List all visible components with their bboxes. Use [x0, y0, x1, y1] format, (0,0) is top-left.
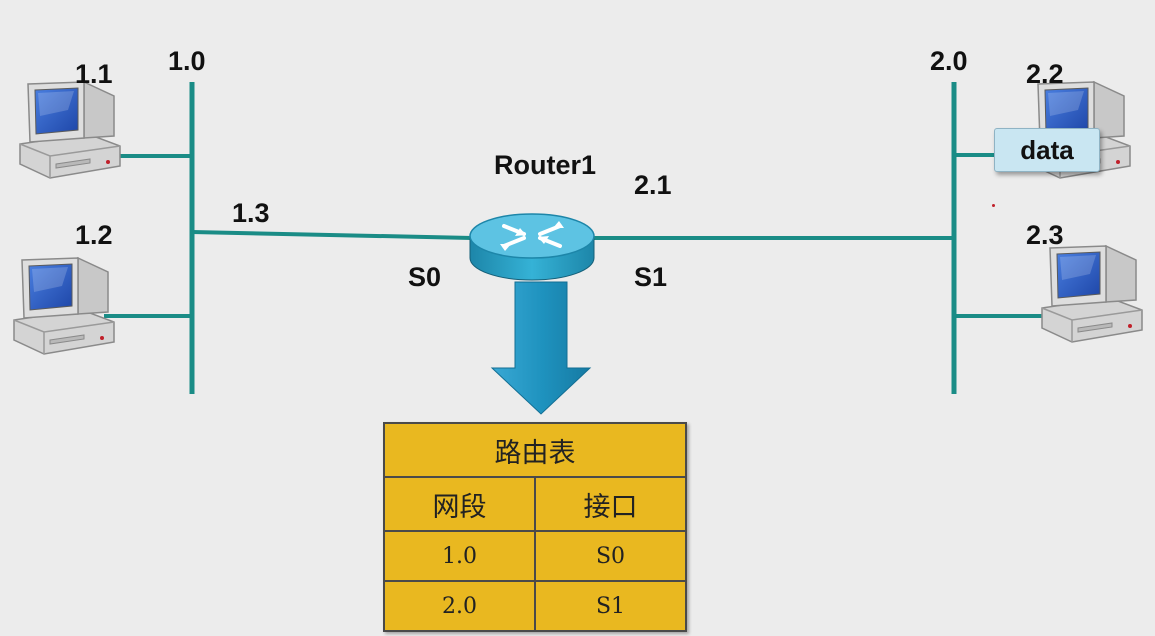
table-row: 1.0 S0 [383, 530, 687, 582]
host-label-1-2: 1.2 [75, 220, 113, 250]
computer-icon [13, 257, 115, 355]
table-cell: S0 [534, 530, 687, 582]
host-label-2-3: 2.3 [1026, 220, 1064, 250]
interface-label-left: S0 [408, 262, 442, 292]
table-header-row: 网段 接口 [383, 476, 687, 532]
routing-table-title: 路由表 [383, 422, 687, 478]
link-router-left [191, 230, 473, 240]
table-title-row: 路由表 [383, 422, 687, 478]
table-cell: 2.0 [383, 580, 536, 632]
column-header-interface: 接口 [534, 476, 687, 532]
table-cell: 1.0 [383, 530, 536, 582]
host-label-2-2: 2.2 [1026, 59, 1064, 89]
router-icon [469, 213, 595, 281]
router-addr-right: 2.1 [634, 170, 672, 200]
table-cell: S1 [534, 580, 687, 632]
segment-label-right: 2.0 [930, 46, 968, 76]
routing-table: 路由表 网段 接口 1.0 S0 2.0 S1 [383, 422, 687, 632]
segment-label-left: 1.0 [168, 46, 206, 76]
router-addr-left: 1.3 [232, 198, 270, 228]
table-row: 2.0 S1 [383, 580, 687, 632]
computer-icon [1041, 245, 1143, 343]
data-packet: data [994, 128, 1100, 172]
computer-icon [19, 81, 121, 179]
column-header-segment: 网段 [383, 476, 536, 532]
lookup-arrow-icon [490, 281, 592, 415]
router-name: Router1 [494, 150, 597, 180]
host-label-1-1: 1.1 [75, 59, 113, 89]
interface-label-right: S1 [634, 262, 668, 292]
cursor-dot [992, 204, 995, 207]
